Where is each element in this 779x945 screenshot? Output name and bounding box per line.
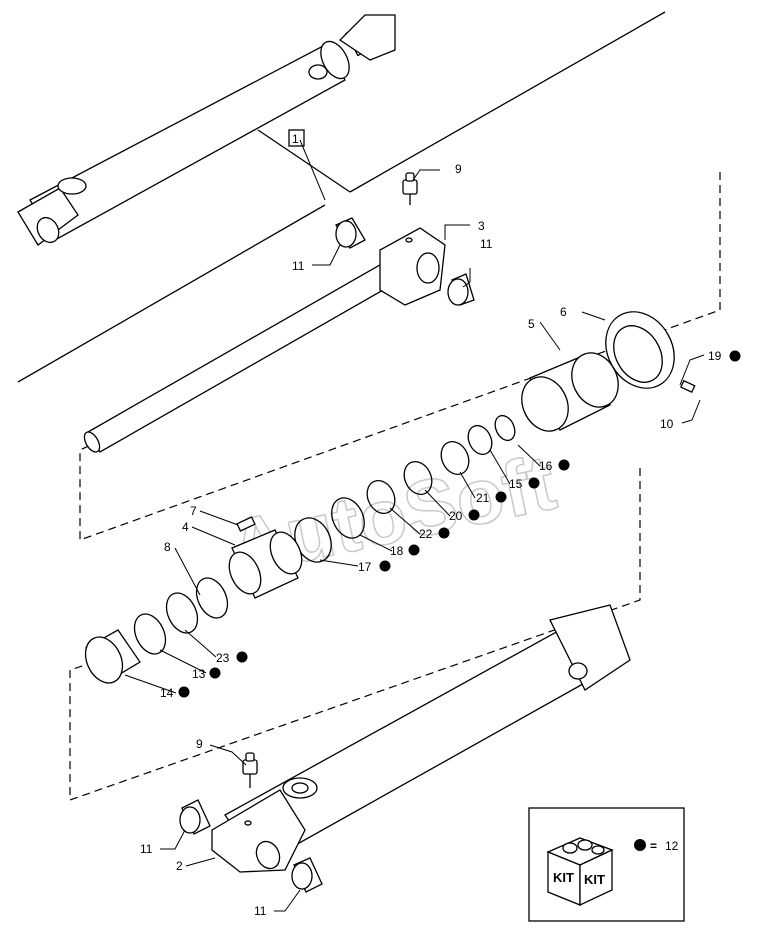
- bushing-upper-right: [447, 273, 475, 306]
- callout-3: 3: [478, 219, 485, 233]
- bushing-lower-right: [291, 857, 323, 893]
- callout-18: 18: [390, 544, 404, 558]
- leader-lines: [124, 139, 705, 912]
- piston-set-screw: [236, 516, 256, 532]
- callout-22: 22: [419, 527, 433, 541]
- callout-20: 20: [449, 509, 463, 523]
- callout-11-upper-left: 11: [292, 259, 305, 273]
- kit-legend-frame: [528, 807, 685, 922]
- callout-14: 14: [160, 686, 174, 700]
- piston: [228, 529, 303, 599]
- dashed-boundary-top: [79, 172, 721, 541]
- callout-21: 21: [476, 491, 490, 505]
- divider-line-lower: [17, 204, 326, 383]
- callout-8: 8: [164, 540, 171, 554]
- callout-10: 10: [660, 417, 674, 431]
- callout-5: 5: [528, 317, 535, 331]
- divider-line-upper: [349, 11, 666, 193]
- kit-dots: [178, 350, 741, 698]
- callout-19: 19: [708, 349, 722, 363]
- callout-11-lower-left: 11: [140, 842, 153, 856]
- kit-legend-number: 12: [665, 839, 679, 853]
- divider-joint: [257, 129, 351, 193]
- seal-rings: [294, 414, 516, 563]
- callout-9-top: 9: [455, 162, 462, 176]
- bushing-lower-left: [179, 799, 211, 835]
- callout-11-lower-right: 11: [254, 904, 267, 918]
- callout-23: 23: [216, 651, 230, 665]
- callout-1-box: [288, 129, 305, 147]
- kit-legend-equals: =: [650, 839, 657, 853]
- grease-fitting-top: [402, 172, 418, 205]
- kit-label-left: KIT: [553, 870, 574, 885]
- callout-2: 2: [176, 859, 183, 873]
- piston-rod-assembly: [83, 227, 446, 453]
- set-screw: [680, 379, 696, 394]
- callout-16: 16: [539, 459, 553, 473]
- callout-11-upper-right: 11: [480, 237, 493, 251]
- kit-label-right: KIT: [584, 872, 605, 887]
- piston-rings: [133, 577, 229, 655]
- gland-threaded: [521, 352, 619, 432]
- callout-13: 13: [192, 667, 206, 681]
- kit-legend: KIT KIT = 12: [528, 807, 685, 922]
- callout-17: 17: [358, 560, 372, 574]
- dashed-boundary-bottom: [69, 468, 641, 801]
- grease-fitting-bottom: [242, 752, 258, 788]
- callout-1: 1: [292, 132, 299, 146]
- kit-legend-dot: [634, 839, 646, 851]
- cylinder-barrel: [211, 604, 631, 873]
- bushing-upper-left: [335, 217, 366, 249]
- callout-4: 4: [182, 520, 189, 534]
- callout-15: 15: [509, 477, 523, 491]
- callout-6: 6: [560, 305, 567, 319]
- callout-9-bottom: 9: [196, 737, 203, 751]
- kit-box-icon: KIT KIT: [546, 837, 614, 907]
- callout-7: 7: [190, 504, 197, 518]
- piston-guide-ring: [84, 629, 141, 684]
- assembled-cylinder: [17, 14, 396, 246]
- gland-nut-ring: [605, 311, 675, 389]
